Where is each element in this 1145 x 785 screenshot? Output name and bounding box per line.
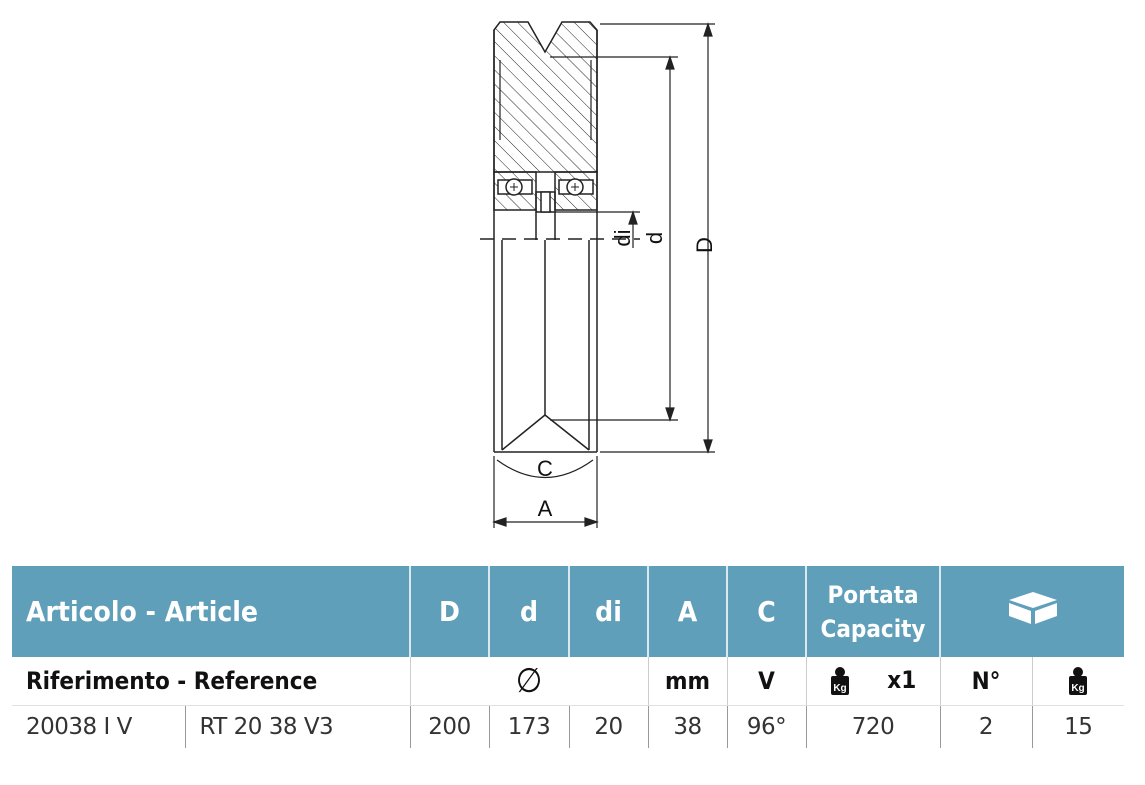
cell-article: 20038 I V <box>12 705 186 748</box>
kg-weight-icon: Kg <box>1069 667 1088 695</box>
unit-weight: Kg <box>1032 657 1124 706</box>
diameter-symbol: ∅ <box>410 657 649 706</box>
dimension-label-C: C <box>537 456 553 481</box>
unit-V: V <box>727 657 807 706</box>
cell-di: 20 <box>569 705 649 748</box>
unit-capacity: Kg x1 <box>806 657 941 706</box>
dimension-label-D: D <box>692 237 717 253</box>
header-di: di <box>569 566 649 657</box>
reference-label: Riferimento - Reference <box>12 657 411 706</box>
cell-quantity: 2 <box>940 705 1033 748</box>
dimension-lines <box>492 22 715 528</box>
header-d: d <box>489 566 570 657</box>
cell-D: 200 <box>410 705 490 748</box>
wheel-section <box>480 21 640 453</box>
header-article: Articolo - Article <box>12 566 411 657</box>
header-D: D <box>410 566 490 657</box>
capacity-it: Portata <box>827 580 919 609</box>
dimension-label-A: A <box>538 496 553 521</box>
svg-text:Kg: Kg <box>1072 683 1085 694</box>
capacity-en: Capacity <box>820 614 926 643</box>
dimension-label-d: d <box>642 232 667 244</box>
cell-weight: 15 <box>1064 714 1093 740</box>
units-row: Riferimento - Reference ∅ mm V Kg x1 N° … <box>12 657 1124 706</box>
header-C: C <box>727 566 807 657</box>
wheel-technical-drawing: D d di C A <box>480 21 717 528</box>
kg-weight-icon: Kg <box>830 667 849 695</box>
table-row: 20038 I V RT 20 38 V3 200 173 20 38 96° … <box>12 705 1124 748</box>
box-icon <box>1008 592 1057 624</box>
cell-reference: RT 20 38 V3 <box>185 705 411 748</box>
header-package <box>940 566 1124 657</box>
dimension-label-di: di <box>610 229 635 246</box>
unit-quantity: N° <box>940 657 1033 706</box>
cell-capacity: 720 <box>806 705 941 748</box>
unit-mm: mm <box>648 657 728 706</box>
cell-C: 96° <box>727 705 807 748</box>
cell-d: 173 <box>489 705 570 748</box>
unit-x1: x1 <box>887 666 917 694</box>
header-A: A <box>648 566 728 657</box>
svg-text:Kg: Kg <box>833 683 846 694</box>
cell-A: 38 <box>648 705 728 748</box>
